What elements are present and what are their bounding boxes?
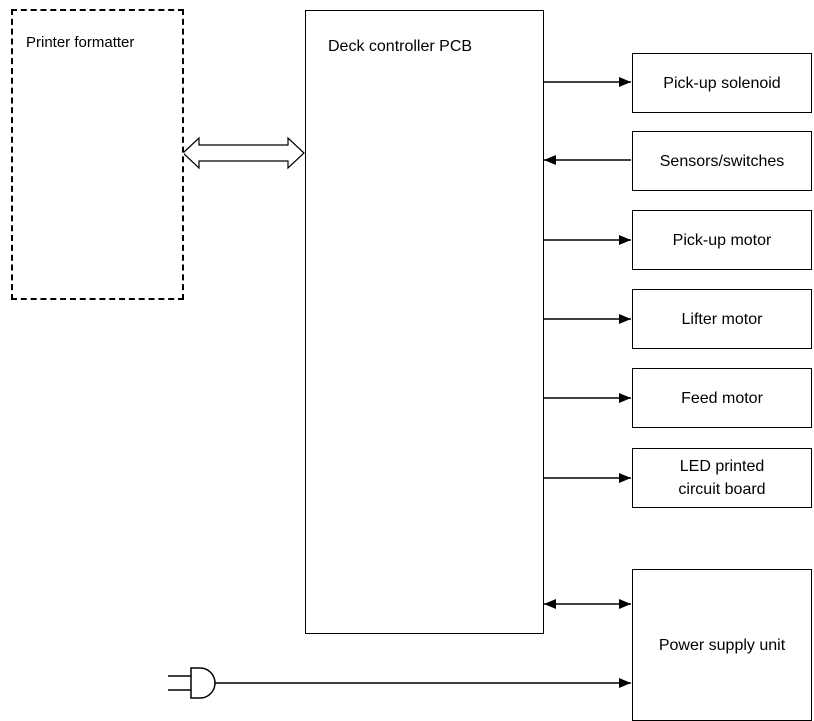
printer-formatter-label: Printer formatter — [26, 34, 135, 51]
pickup-solenoid-block: Pick-up solenoid — [632, 53, 812, 113]
deck-controller-block — [305, 10, 544, 634]
power-supply-block: Power supply unit — [632, 569, 812, 721]
feed-motor-block: Feed motor — [632, 368, 812, 428]
power-plug-icon — [168, 667, 216, 699]
led-pcb-label-line2: circuit board — [678, 481, 766, 498]
sensors-switches-block: Sensors/switches — [632, 131, 812, 191]
printer-formatter-block — [11, 9, 184, 300]
pickup-motor-block: Pick-up motor — [632, 210, 812, 270]
lifter-motor-block: Lifter motor — [632, 289, 812, 349]
bus-arrow-formatter-controller — [182, 136, 305, 170]
led-pcb-block — [632, 448, 812, 508]
deck-controller-label: Deck controller PCB — [328, 38, 473, 55]
led-pcb-label-line1: LED printed — [679, 458, 765, 475]
